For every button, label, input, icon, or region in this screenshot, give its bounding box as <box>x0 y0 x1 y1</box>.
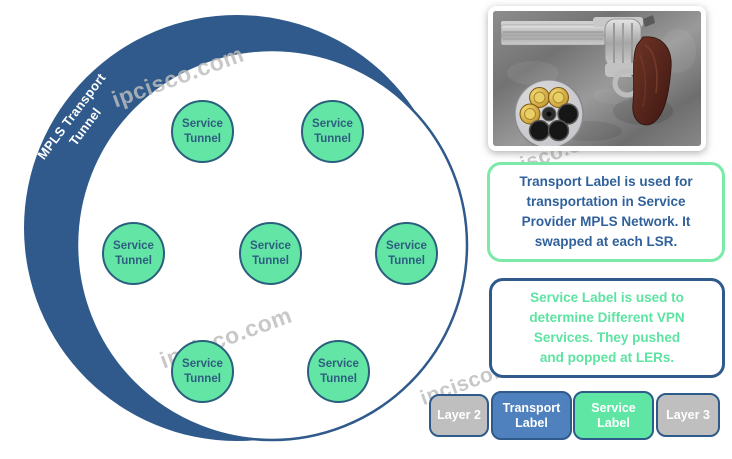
layer2-label: Layer 2 <box>437 408 481 422</box>
service-label-callout-text: Service Label is used to determine Diffe… <box>529 289 685 366</box>
transport-label-callout: Transport Label is used for transportati… <box>487 162 725 262</box>
layer3-label: Layer 3 <box>666 407 710 422</box>
service-tunnel-node: Service Tunnel <box>102 222 165 285</box>
loaded-chamber <box>519 87 569 125</box>
label-stack-item-layer2: Layer 2 <box>429 394 489 437</box>
label-stack-item-transport-label: Transport Label <box>491 391 572 440</box>
label-stack-item-layer3: Layer 3 <box>656 393 720 437</box>
service-tunnel-node: Service Tunnel <box>301 100 364 163</box>
empty-chamber <box>528 103 579 142</box>
service-tunnel-node: Service Tunnel <box>307 340 370 403</box>
ammo-cylinder-icon <box>514 79 584 146</box>
revolver-icon <box>500 15 672 126</box>
service-tunnel-node: Service Tunnel <box>171 100 234 163</box>
transport-label-callout-text: Transport Label is used for transportati… <box>519 173 693 250</box>
revolver-photo <box>488 6 706 151</box>
revolver-illustration <box>493 11 701 146</box>
revolver-grip <box>632 36 672 126</box>
transport-label-text: Transport Label <box>502 400 561 430</box>
service-label-text: Service Label <box>591 400 636 430</box>
service-tunnel-node: Service Tunnel <box>239 222 302 285</box>
service-tunnel-node: Service Tunnel <box>375 222 438 285</box>
service-tunnel-node: Service Tunnel <box>171 340 234 403</box>
label-stack-item-service-label: Service Label <box>573 391 654 440</box>
service-label-callout: Service Label is used to determine Diffe… <box>489 278 725 378</box>
